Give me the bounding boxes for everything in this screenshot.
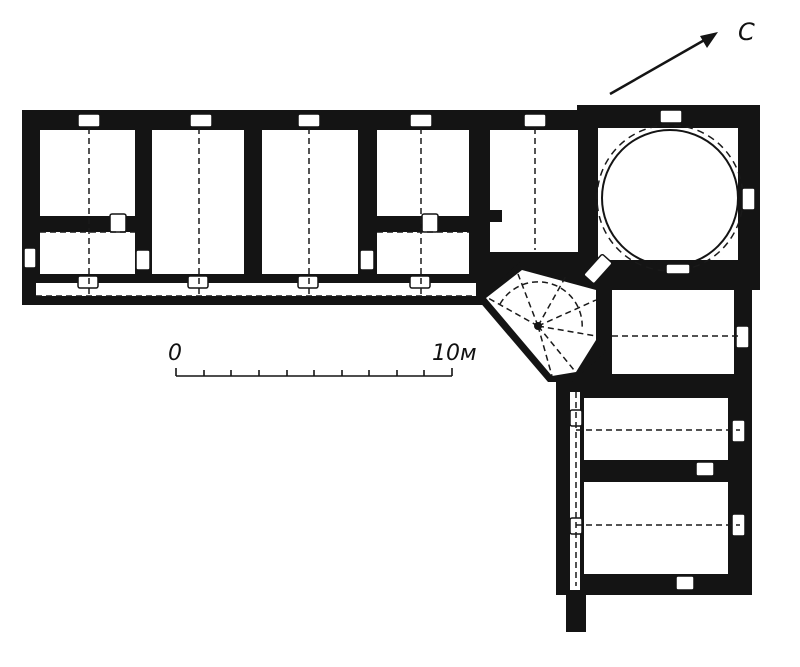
rotunda-door bbox=[583, 253, 613, 285]
rooms-north-wing bbox=[36, 130, 578, 296]
scale-end-label: 10м bbox=[432, 341, 477, 366]
north-arrow: С bbox=[609, 18, 755, 96]
wall-niche bbox=[484, 210, 502, 222]
rooms-east-wing bbox=[570, 290, 734, 590]
north-label: С bbox=[738, 18, 755, 46]
rotunda-room bbox=[596, 124, 744, 272]
vault-lines bbox=[36, 128, 742, 586]
scale-bar bbox=[175, 368, 453, 377]
scale-start-label: 0 bbox=[168, 341, 182, 366]
stair-hall bbox=[486, 270, 597, 377]
